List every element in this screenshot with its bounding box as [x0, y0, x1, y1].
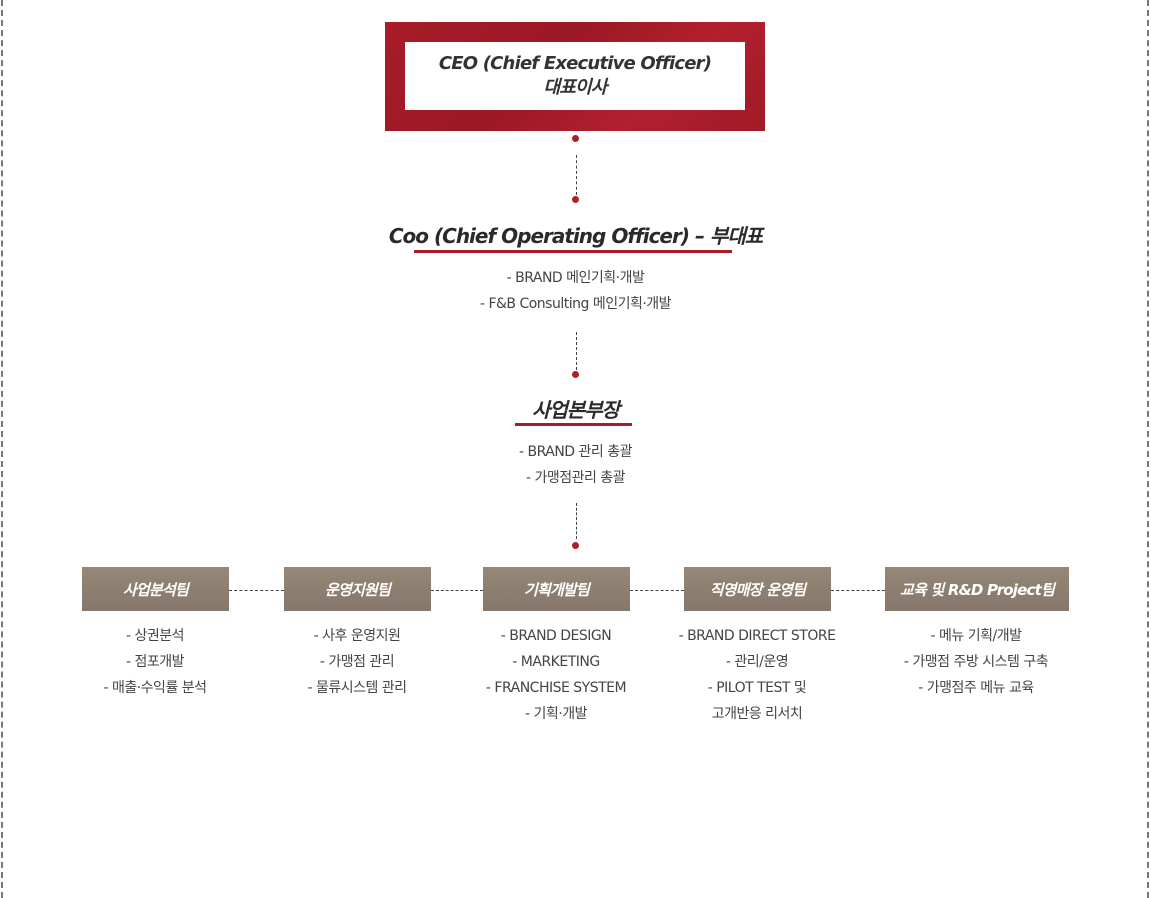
- connector-line: [576, 155, 577, 195]
- team-education-rnd: 교육 및 R&D Project팀: [885, 567, 1069, 611]
- connector-dot: [572, 371, 579, 378]
- duty-item: - 상권분석: [125, 628, 185, 644]
- division-head-title: 사업본부장: [532, 398, 620, 422]
- connector-line: [576, 332, 577, 370]
- team-duties: - 사후 운영지원 - 가맹점 관리 - 물류시스템 관리: [257, 623, 457, 701]
- coo-underline: [414, 250, 732, 253]
- duty-item: - 가맹점주 메뉴 교육: [918, 680, 1034, 696]
- team-direct-store: 직영매장 운영팀: [684, 567, 831, 611]
- ceo-title-en: CEO (Chief Executive Officer): [438, 53, 712, 74]
- connector-dot: [572, 196, 579, 203]
- duty-item: - 관리/운영: [725, 654, 789, 670]
- team-connector: [431, 590, 483, 591]
- division-head-duties: - BRAND 관리 총괄 - 가맹점관리 총괄: [0, 439, 1151, 491]
- team-duties: - BRAND DESIGN - MARKETING - FRANCHISE S…: [456, 623, 656, 727]
- team-business-analysis: 사업분석팀: [82, 567, 229, 611]
- duty-item: - BRAND 관리 총괄: [518, 444, 633, 460]
- left-dashed-border: [1, 0, 3, 898]
- connector-dot: [572, 135, 579, 142]
- team-connector: [229, 590, 284, 591]
- duty-item: - PILOT TEST 및: [707, 680, 807, 696]
- team-operation-support: 운영지원팀: [284, 567, 431, 611]
- coo-duties: - BRAND 메인기획·개발 - F&B Consulting 메인기획·개발: [0, 265, 1151, 317]
- duty-item: - 물류시스템 관리: [307, 680, 407, 696]
- division-head-underline: [515, 423, 632, 426]
- team-duties: - BRAND DIRECT STORE - 관리/운영 - PILOT TES…: [657, 623, 857, 727]
- duty-item: - 점포개발: [125, 654, 185, 670]
- ceo-box: CEO (Chief Executive Officer) 대표이사: [385, 22, 765, 131]
- duty-item: - F&B Consulting 메인기획·개발: [479, 296, 672, 312]
- duty-item: - 가맹점 관리: [319, 654, 395, 670]
- connector-dot: [572, 542, 579, 549]
- duty-item: - FRANCHISE SYSTEM: [485, 680, 627, 696]
- duty-item: - MARKETING: [512, 654, 600, 670]
- duty-item: - BRAND 메인기획·개발: [506, 270, 645, 286]
- duty-item: - 기획·개발: [525, 706, 587, 722]
- duty-item: - 가맹점관리 총괄: [525, 470, 626, 486]
- duty-item: - 가맹점 주방 시스템 구축: [903, 654, 1049, 670]
- duty-item: - BRAND DESIGN: [500, 628, 612, 644]
- connector-line: [576, 503, 577, 539]
- team-duties: - 상권분석 - 점포개발 - 매출·수익률 분석: [55, 623, 255, 701]
- ceo-title-ko: 대표이사: [543, 77, 607, 98]
- team-planning-development: 기획개발팀: [483, 567, 630, 611]
- team-duties: - 메뉴 기획/개발 - 가맹점 주방 시스템 구축 - 가맹점주 메뉴 교육: [876, 623, 1076, 701]
- coo-title: Coo (Chief Operating Officer) – 부대표: [388, 224, 763, 248]
- duty-item: - 사후 운영지원: [313, 628, 401, 644]
- right-dashed-border: [1147, 0, 1149, 898]
- duty-item: - 매출·수익률 분석: [103, 680, 207, 696]
- team-connector: [831, 590, 885, 591]
- duty-item: - BRAND DIRECT STORE: [678, 628, 836, 644]
- duty-item: - 메뉴 기획/개발: [930, 628, 1022, 644]
- duty-item: 고개반응 리서치: [711, 706, 803, 722]
- team-connector: [630, 590, 684, 591]
